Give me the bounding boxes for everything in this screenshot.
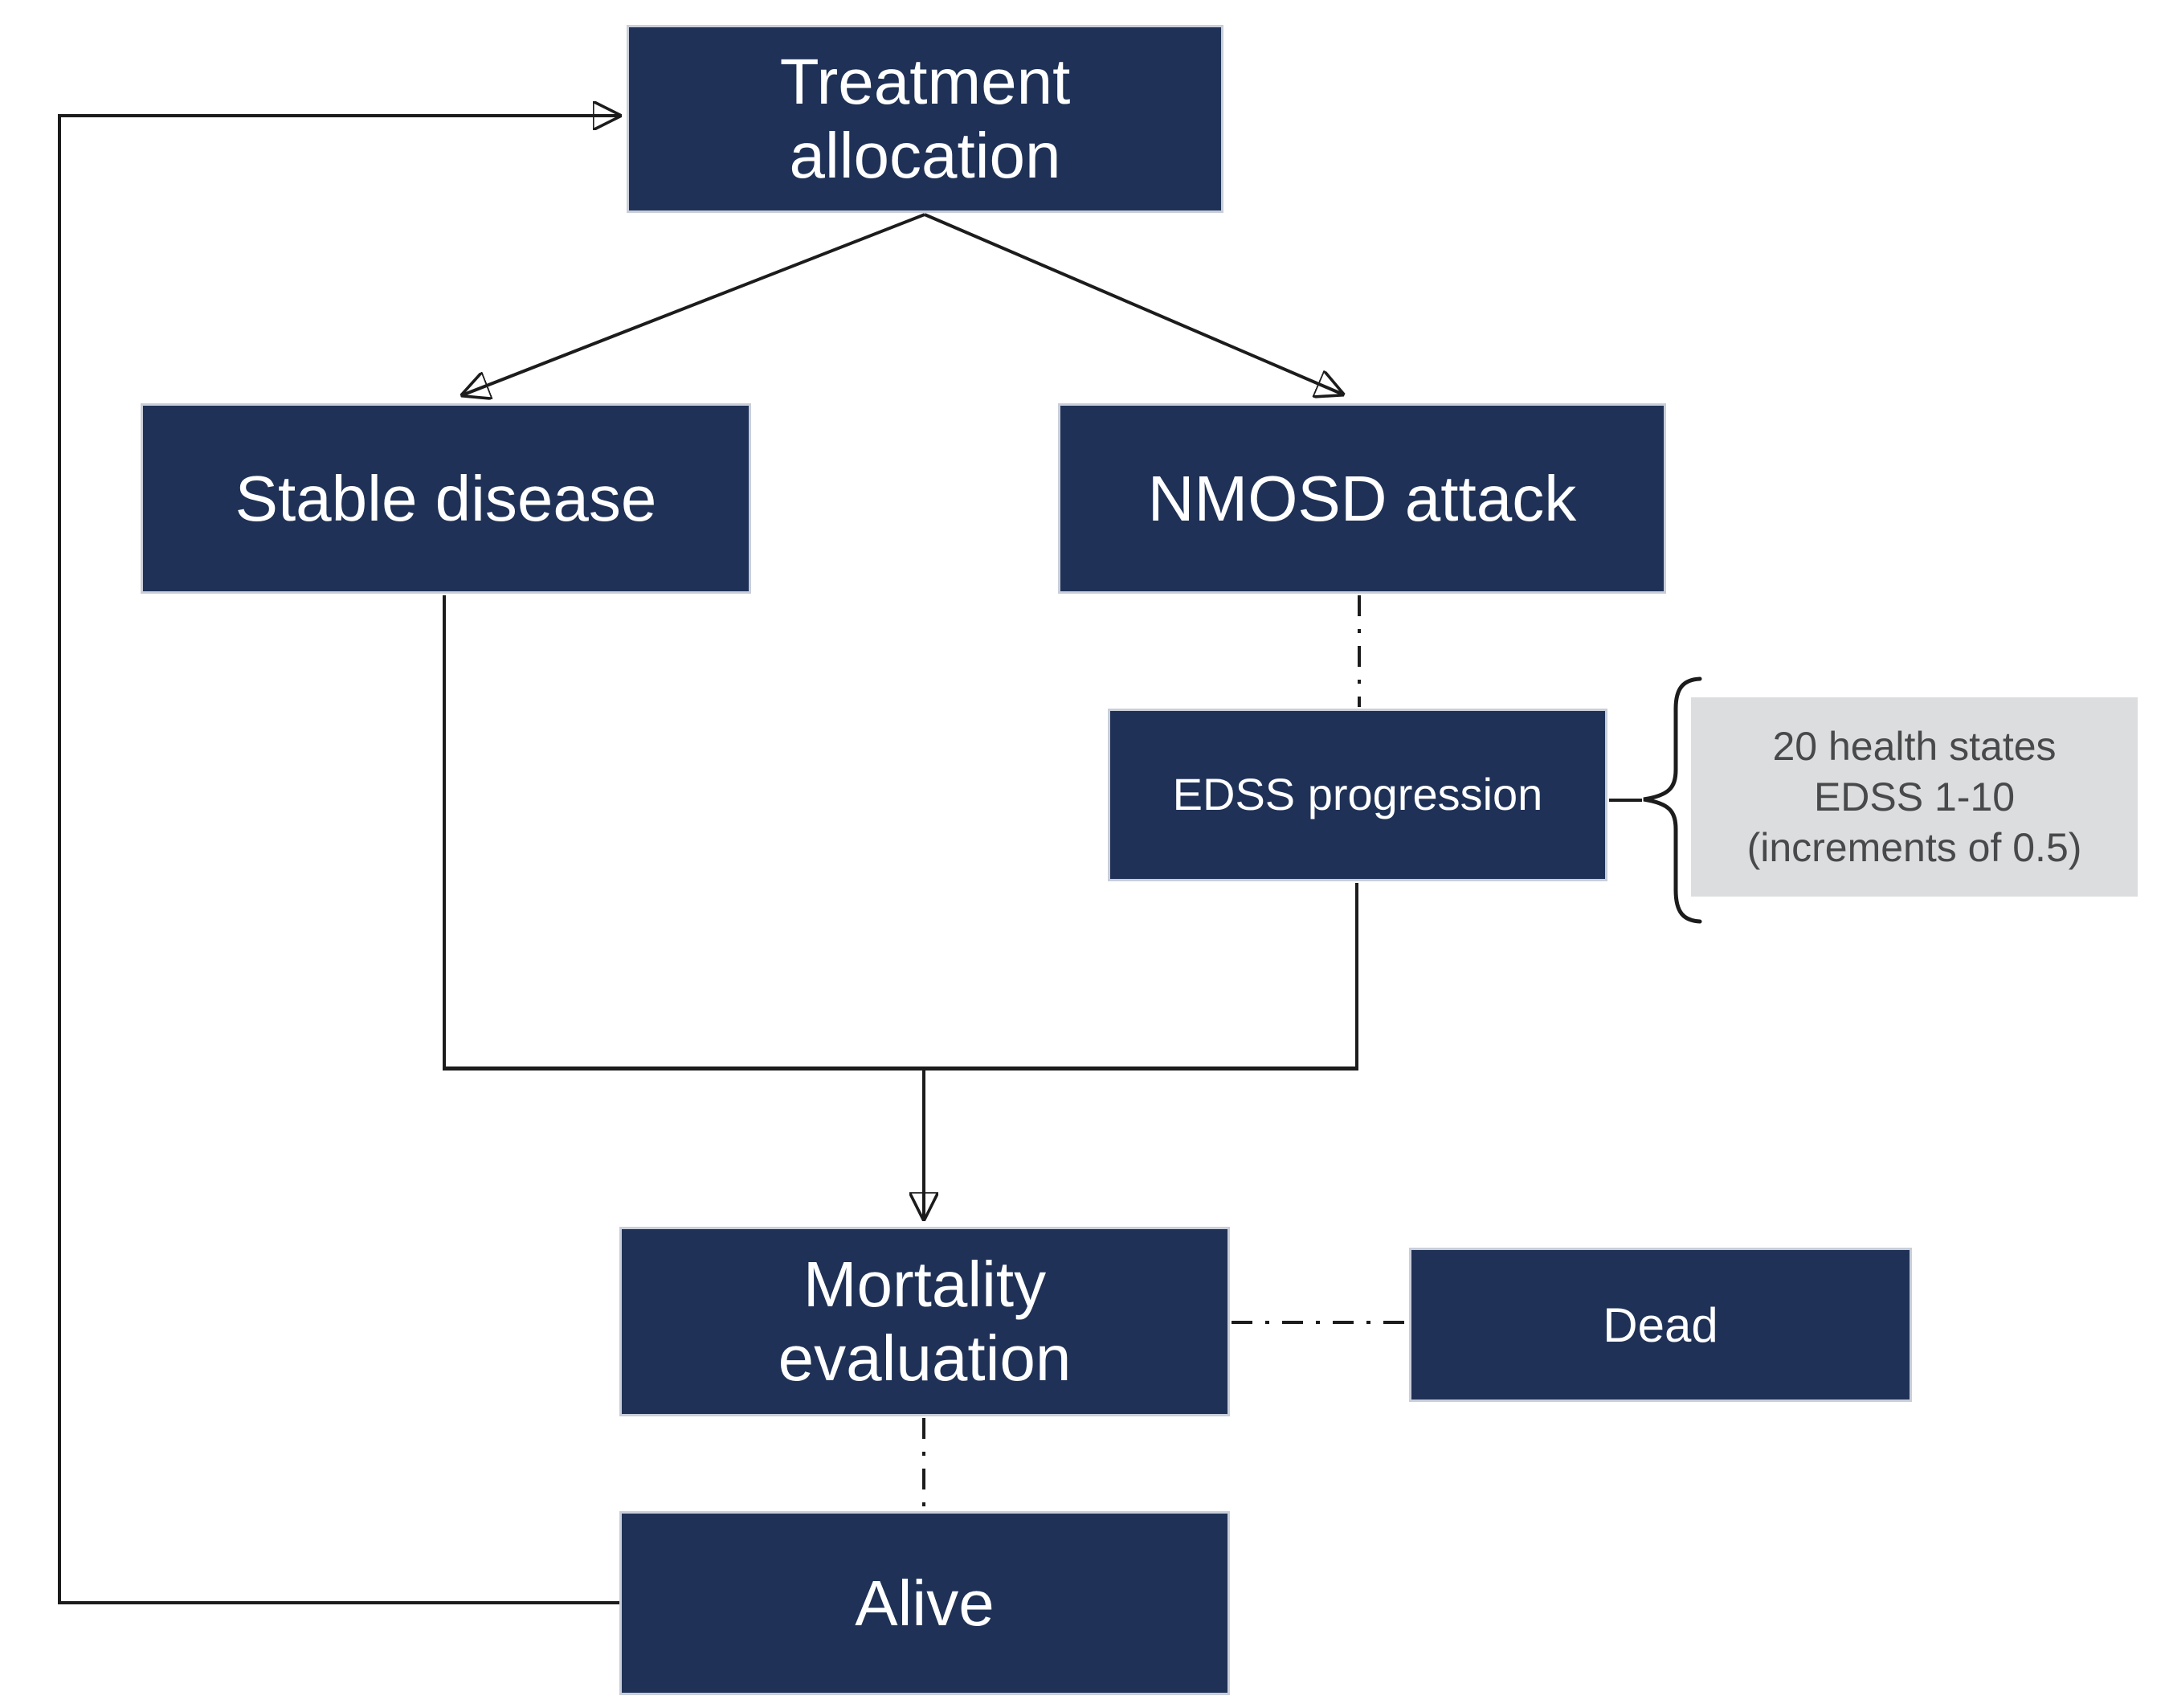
node-label: Alive (855, 1567, 995, 1639)
node-label: allocation (789, 120, 1061, 191)
node-edss-progression: EDSS progression (1108, 709, 1607, 881)
annotation-line: (increments of 0.5) (1746, 824, 2082, 870)
node-dead: Dead (1409, 1248, 1912, 1402)
brace-icon (1643, 676, 1702, 924)
annotation-line: 20 health states (1772, 723, 2057, 769)
connector-treatment-to-nmosd (924, 213, 1343, 394)
connector-treatment-to-stable (462, 213, 925, 395)
node-treatment-allocation: Treatment allocation (627, 25, 1223, 213)
node-mortality-evaluation: Mortality evaluation (619, 1227, 1230, 1416)
node-label: NMOSD attack (1147, 462, 1577, 534)
connector-alive-to-treatment (58, 116, 620, 1604)
node-label: Dead (1603, 1297, 1718, 1352)
node-label: Treatment (779, 46, 1071, 117)
node-stable-disease: Stable disease (141, 403, 751, 594)
node-label: evaluation (778, 1322, 1072, 1394)
node-nmosd-attack: NMOSD attack (1058, 403, 1666, 594)
node-label: EDSS progression (1172, 769, 1543, 820)
annotation-health-states: 20 health states EDSS 1-10 (increments o… (1691, 697, 2138, 897)
node-alive: Alive (619, 1511, 1230, 1695)
node-label: Mortality (803, 1248, 1047, 1320)
annotation-line: EDSS 1-10 (1813, 774, 2016, 819)
node-label: Stable disease (235, 462, 657, 534)
